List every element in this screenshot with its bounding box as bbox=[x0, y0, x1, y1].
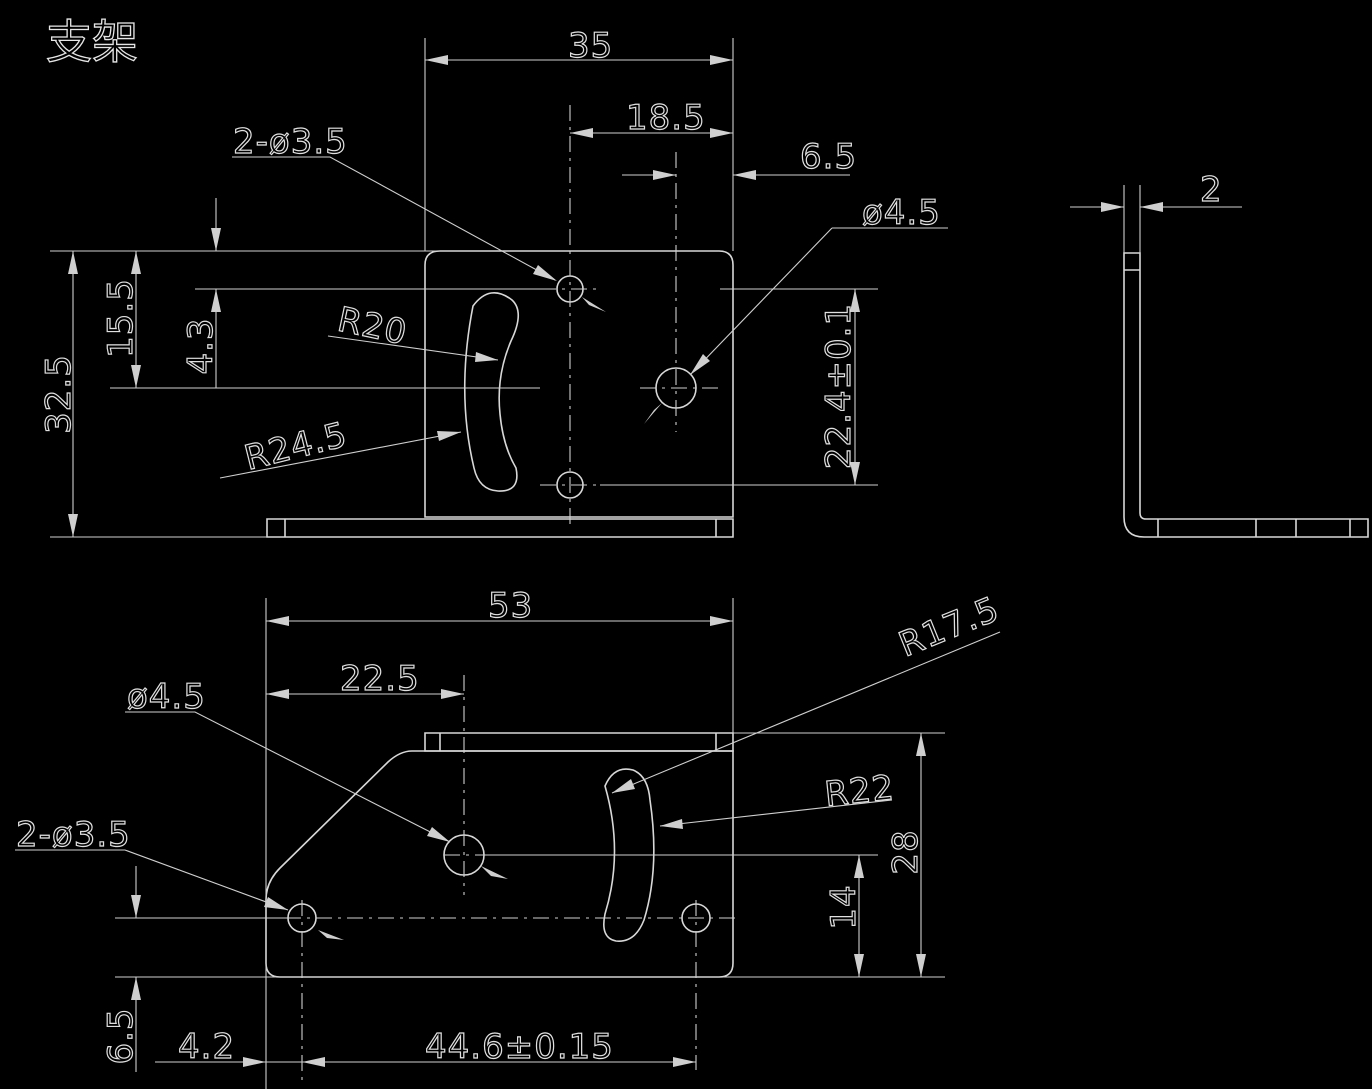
dim-text-28: 28 bbox=[886, 829, 926, 874]
leader-arrow-r20 bbox=[475, 352, 498, 362]
dim-text-18-5: 18.5 bbox=[626, 98, 706, 138]
leader-2-dia-3-5 bbox=[232, 156, 556, 281]
bottom-plate-outline bbox=[265, 750, 734, 978]
bottom-extension-lines bbox=[115, 598, 945, 1089]
leader-text-r24-5: R24.5 bbox=[241, 415, 352, 479]
top-flange-edge bbox=[266, 518, 734, 538]
bottom-flange-edge bbox=[424, 732, 734, 752]
dim-arrow-44-6 bbox=[673, 1057, 696, 1067]
dim-text-44-6: 44.6±0.15 bbox=[425, 1027, 614, 1067]
leader-arrow-r17-5 bbox=[612, 779, 635, 793]
leader-text-dia-4-5: ø4.5 bbox=[862, 193, 941, 233]
leader-text-bottom-2-dia-3-5: 2-ø3.5 bbox=[16, 815, 131, 855]
top-view: 35 18.5 6.5 2-ø3.5 ø4.5 R20 R24.5 32.5 1 bbox=[38, 25, 948, 538]
dim-arrows-22-5 bbox=[266, 689, 464, 699]
dim-arrows-2 bbox=[1101, 202, 1163, 212]
top-plate-outline bbox=[424, 250, 734, 518]
side-profile-segments bbox=[1124, 269, 1351, 537]
dim-text-15-5: 15.5 bbox=[101, 278, 141, 358]
bottom-centerline-crosses bbox=[301, 854, 697, 1080]
leader-r24-5 bbox=[219, 431, 462, 479]
side-profile bbox=[1123, 252, 1369, 538]
dim-text-4-3: 4.3 bbox=[181, 317, 221, 374]
bottom-view: 53 22.5 ø4.5 2-ø3.5 R17.5 R22 28 14 6.5 bbox=[15, 585, 1006, 1089]
side-extension-lines bbox=[1123, 185, 1141, 253]
dim-arrows-bottom-6-5 bbox=[131, 895, 141, 1000]
top-centerline-crosses bbox=[540, 288, 720, 486]
side-view: 2 bbox=[1070, 169, 1369, 538]
dim-arrows-4-3 bbox=[211, 228, 221, 312]
dim-text-22-5: 22.5 bbox=[340, 659, 420, 699]
leader-text-2-dia-3-5: 2-ø3.5 bbox=[233, 122, 348, 162]
dim-arrows-22-4 bbox=[850, 289, 860, 485]
dim-text-6-5: 6.5 bbox=[800, 137, 857, 177]
leader-text-r22: R22 bbox=[823, 768, 897, 815]
leader-dia-4-5 bbox=[689, 227, 948, 376]
leader-arrow-r24-5 bbox=[437, 431, 461, 441]
leader-arrows-bottom-dia-4-5 bbox=[427, 827, 508, 879]
leader-r22 bbox=[659, 799, 893, 827]
dim-text-53: 53 bbox=[488, 586, 533, 626]
dim-arrows-6-5 bbox=[653, 170, 756, 180]
leader-bottom-2-dia-3-5 bbox=[15, 849, 289, 911]
dim-text-4-2: 4.2 bbox=[178, 1027, 235, 1067]
dim-text-14: 14 bbox=[824, 884, 864, 929]
dim-text-2: 2 bbox=[1200, 170, 1223, 210]
dim-text-22-4: 22.4±0.1 bbox=[819, 303, 859, 469]
top-extension-lines bbox=[50, 38, 878, 538]
top-arc-slot bbox=[463, 292, 520, 492]
leader-bottom-dia-4-5 bbox=[125, 711, 451, 843]
drawing-title: 支架 bbox=[46, 15, 138, 69]
leader-arrows-dia-4-5 bbox=[644, 354, 710, 424]
dim-text-32-5: 32.5 bbox=[39, 354, 79, 434]
leader-text-bottom-dia-4-5: ø4.5 bbox=[127, 677, 206, 717]
leader-r17-5 bbox=[611, 631, 1001, 794]
leader-text-r20: R20 bbox=[334, 300, 411, 354]
leader-r20 bbox=[327, 335, 499, 361]
dim-text-bottom-6-5: 6.5 bbox=[101, 1007, 141, 1064]
leader-arrows-2-dia-3-5 bbox=[533, 265, 606, 312]
dim-text-35: 35 bbox=[568, 26, 613, 66]
bottom-arc-slot bbox=[603, 768, 655, 942]
leader-text-r17-5: R17.5 bbox=[893, 589, 1005, 665]
leader-arrow-r22 bbox=[660, 819, 683, 829]
leader-arrows-bottom-2-dia-3-5 bbox=[264, 897, 344, 940]
